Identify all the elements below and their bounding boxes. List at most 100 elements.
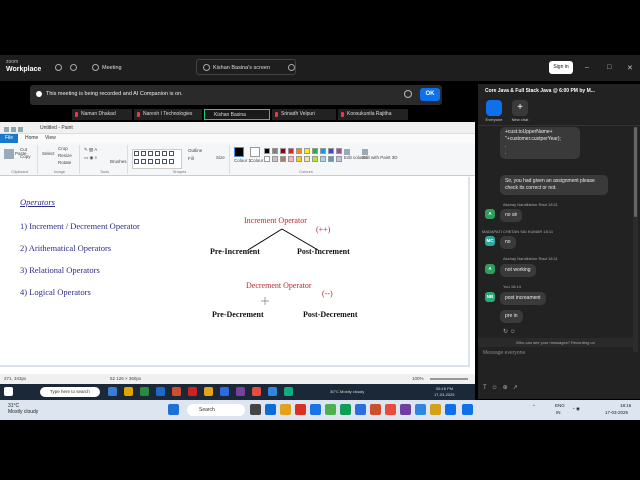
app-icon[interactable]: [236, 387, 245, 396]
zoom-slider[interactable]: [430, 378, 468, 380]
app-icon[interactable]: [204, 387, 213, 396]
colour-swatch[interactable]: [320, 148, 326, 154]
folder-icon[interactable]: [124, 387, 133, 396]
colour-swatch[interactable]: [296, 148, 302, 154]
reaction-icons[interactable]: ↻ ☺: [503, 329, 516, 335]
colour-swatch[interactable]: [304, 156, 310, 162]
edit-colours-button[interactable]: Edit colours: [344, 149, 368, 160]
screen-share-tab[interactable]: Kishan Basina's screen: [196, 59, 296, 75]
colour-swatch[interactable]: [336, 148, 342, 154]
paste-button[interactable]: Paste: [4, 149, 27, 159]
colour-swatch[interactable]: [280, 156, 286, 162]
quick-access-toolbar[interactable]: [4, 125, 34, 132]
app-icon[interactable]: [385, 404, 396, 415]
app-icon[interactable]: [156, 387, 165, 396]
windows-icon[interactable]: [4, 387, 13, 396]
task-view-icon[interactable]: [250, 404, 261, 415]
colour-swatch[interactable]: [272, 148, 278, 154]
resize-button[interactable]: Resize: [58, 153, 72, 158]
app-icon[interactable]: [370, 404, 381, 415]
shapes-gallery[interactable]: [132, 149, 182, 169]
colour-swatch[interactable]: [288, 148, 294, 154]
app-icon[interactable]: [355, 404, 366, 415]
colour-swatch[interactable]: [312, 156, 318, 162]
clock-date[interactable]: 17-03-2025: [605, 410, 629, 415]
fill-button[interactable]: Fill: [188, 156, 194, 161]
app-icon[interactable]: [400, 404, 411, 415]
colour-swatch[interactable]: [320, 156, 326, 162]
app-icon[interactable]: [415, 404, 426, 415]
app-icon[interactable]: [295, 404, 306, 415]
tab-file[interactable]: File: [0, 134, 18, 143]
outline-button[interactable]: Outline: [188, 148, 203, 153]
brushes-button[interactable]: Brushes: [110, 159, 127, 164]
minimize-icon[interactable]: –: [585, 64, 589, 71]
app-icon[interactable]: [188, 387, 197, 396]
colour-swatch[interactable]: [336, 156, 342, 162]
participant-tile-active[interactable]: Kishan Basina: [204, 109, 270, 120]
maximize-icon[interactable]: □: [607, 64, 612, 71]
colour-swatch[interactable]: [280, 148, 286, 154]
app-icon[interactable]: [268, 387, 277, 396]
app-icon[interactable]: [220, 387, 229, 396]
cut-button[interactable]: Cut: [20, 147, 28, 152]
windows-start-icon[interactable]: [168, 404, 179, 415]
zoom-app-icon[interactable]: [462, 404, 473, 415]
recording-note[interactable]: Who can see your messages? Recording on: [478, 338, 633, 347]
tab-new-chat[interactable]: + New chat: [510, 100, 530, 122]
participant-tile[interactable]: Naman Dhakad: [72, 109, 132, 120]
eraser-icon[interactable]: ▭ ◉ ⌕: [84, 155, 98, 160]
weather-widget[interactable]: 31°C Mostly cloudy: [8, 403, 38, 415]
lang-2[interactable]: IN: [556, 410, 561, 415]
crop-button[interactable]: Crop: [58, 146, 68, 151]
paint3d-button[interactable]: Edit with Paint 3D: [362, 149, 398, 160]
tab-view[interactable]: View: [45, 135, 56, 141]
ok-button[interactable]: OK: [420, 88, 440, 101]
app-icon[interactable]: [108, 387, 117, 396]
meeting-tab[interactable]: Meeting: [92, 64, 122, 71]
colour-swatch[interactable]: [288, 156, 294, 162]
wifi-icon[interactable]: ◔ ◉: [572, 406, 580, 411]
shield-icon[interactable]: [70, 64, 80, 71]
colour1-button[interactable]: Colour 1: [234, 147, 251, 163]
colour-swatch[interactable]: [312, 148, 318, 154]
app-icon[interactable]: [310, 404, 321, 415]
chat-scrollbar[interactable]: [633, 127, 638, 352]
size-button[interactable]: Size: [216, 155, 225, 160]
participant-tile[interactable]: Koosukuntla Rajitha: [338, 109, 408, 120]
colour-swatch[interactable]: [264, 156, 270, 162]
app-icon[interactable]: [284, 387, 293, 396]
participant-tile[interactable]: Srinadh Velpuri: [272, 109, 336, 120]
tab-home[interactable]: Home: [25, 135, 39, 141]
colour-swatch[interactable]: [264, 148, 270, 154]
taskbar-search[interactable]: Search: [187, 404, 245, 416]
colour2-button[interactable]: Colour 2: [250, 147, 267, 163]
folder-icon[interactable]: [280, 404, 291, 415]
colour-swatch[interactable]: [296, 156, 302, 162]
scroll-thumb[interactable]: [634, 127, 637, 217]
info-icon[interactable]: [55, 64, 65, 71]
app-icon[interactable]: [325, 404, 336, 415]
message-input[interactable]: Message everyone: [483, 350, 526, 356]
drawing-canvas[interactable]: Operators 1) Increment / Decrement Opera…: [0, 177, 468, 365]
participant-tile[interactable]: Naresh I Technologies: [134, 109, 202, 120]
colour-swatch[interactable]: [328, 148, 334, 154]
app-icon[interactable]: [172, 387, 181, 396]
app-icon[interactable]: [252, 387, 261, 396]
view-options-icon[interactable]: [288, 64, 298, 71]
zoom-app-icon[interactable]: [445, 404, 456, 415]
app-icon[interactable]: [265, 404, 276, 415]
colour-swatch[interactable]: [272, 156, 278, 162]
sign-in-button[interactable]: Sign in: [549, 61, 573, 74]
remote-search-box[interactable]: Type here to search: [40, 387, 100, 397]
rotate-button[interactable]: Rotate: [58, 160, 72, 165]
select-button[interactable]: Select: [42, 151, 55, 156]
clock-time[interactable]: 18:16: [620, 403, 632, 408]
close-icon[interactable]: ✕: [627, 65, 633, 72]
info-icon[interactable]: [404, 90, 412, 98]
app-icon[interactable]: [340, 404, 351, 415]
pencil-icon[interactable]: ✎ ▨ A: [84, 147, 98, 152]
lang-1[interactable]: ENG: [555, 403, 565, 408]
app-icon[interactable]: [430, 404, 441, 415]
app-icon[interactable]: [140, 387, 149, 396]
